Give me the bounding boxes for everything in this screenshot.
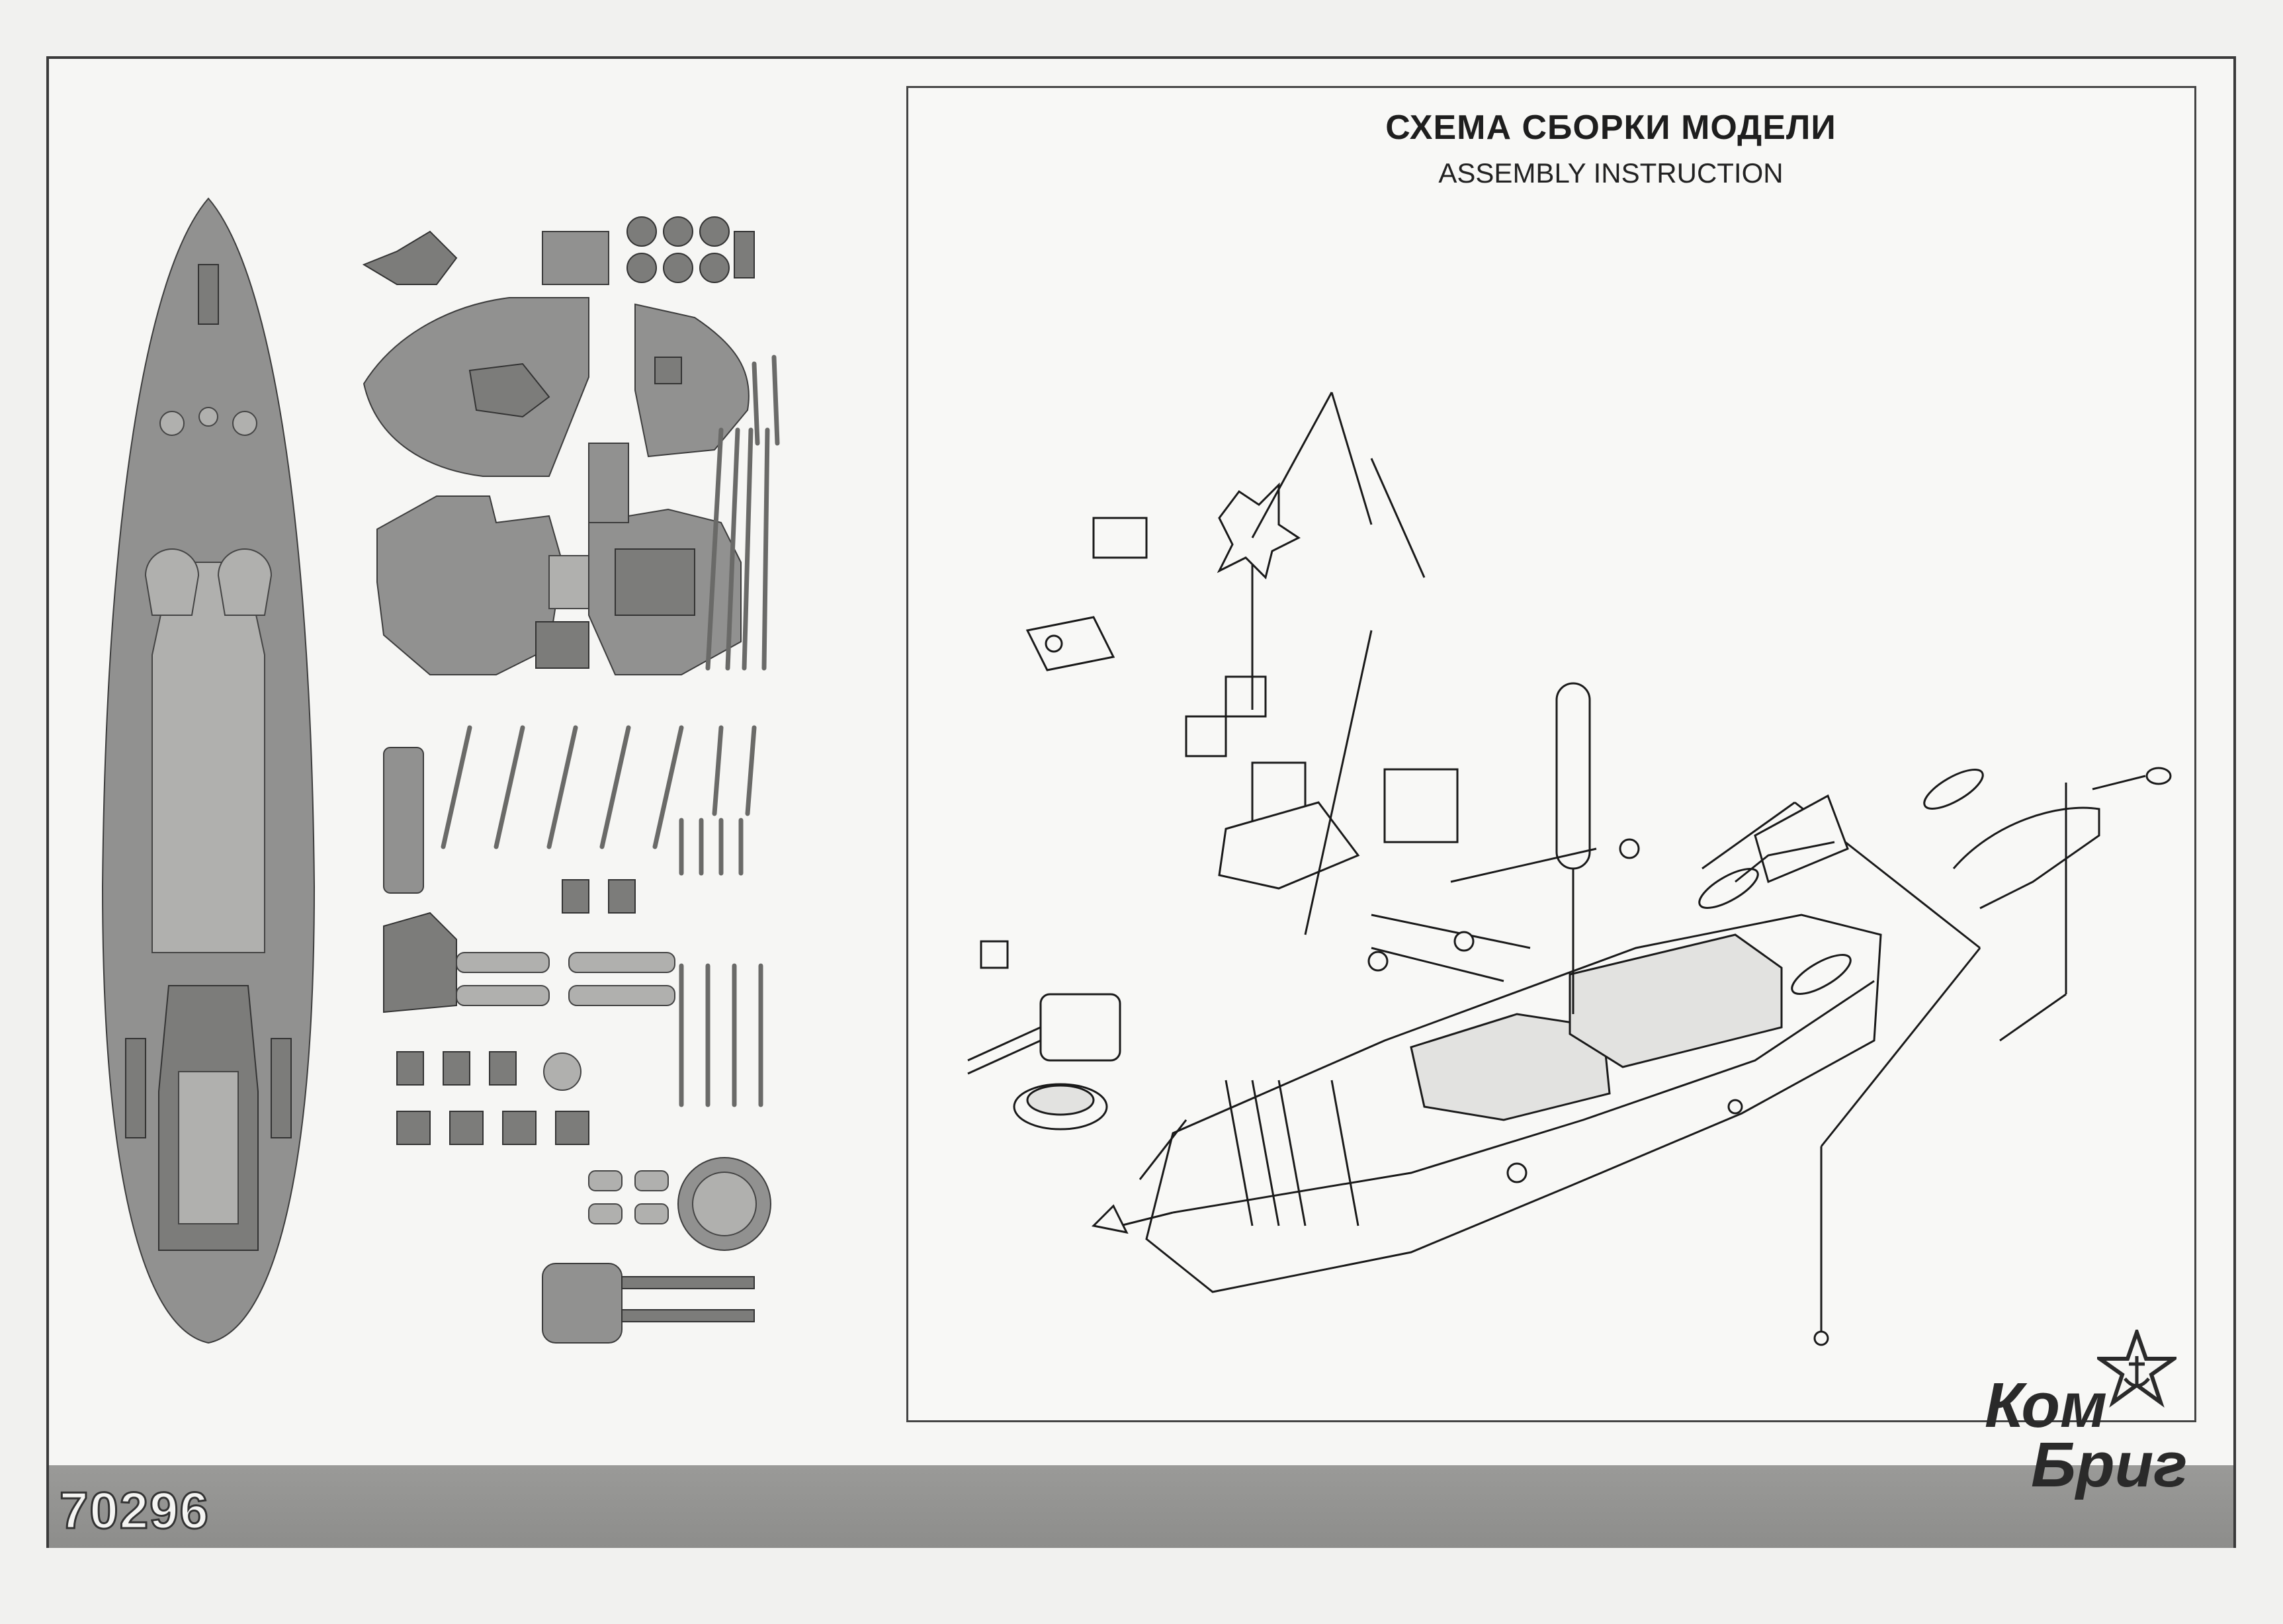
mast-rods (441, 355, 780, 849)
sheet-subtitle: ASSEMBLY INSTRUCTION (1438, 157, 1784, 189)
brand-line2: Бриг (2031, 1430, 2188, 1500)
parts-layout: .p { fill: #919190; stroke: #3c3c3c; str… (101, 197, 780, 1344)
boats-and-deck (1698, 767, 2172, 995)
funnel-assembly (1555, 682, 1591, 1014)
brand-line1: Ком (1985, 1370, 2108, 1441)
assembly-panel: СХЕМА СБОРКИ МОДЕЛИ ASSEMBLY INSTRUCTION… (906, 86, 2196, 1422)
turret-assembly (967, 940, 1121, 1131)
sprue-parts (383, 818, 763, 1107)
bridge-assembly (1025, 517, 1459, 890)
bridge-deck-parts (363, 297, 750, 675)
small-fittings (1045, 634, 1829, 1346)
fittings-grid (396, 1051, 771, 1251)
rigging-lines (1119, 392, 2067, 1332)
hull-part (101, 197, 316, 1344)
sheet-title: СХЕМА СБОРКИ МОДЕЛИ (1385, 108, 1836, 147)
star-with-anchor-icon (2097, 1330, 2176, 1408)
brand-logo: Ком Бриг (1971, 1330, 2187, 1521)
exploded-assembly-drawing: .ln { stroke: #1a1a1a; stroke-width: 3; … (967, 392, 2172, 1346)
small-round-parts (362, 216, 755, 285)
funnel-part (383, 747, 424, 894)
main-turret-part (542, 1263, 755, 1344)
hull-assembly (1145, 914, 1882, 1293)
footer-band (49, 1465, 2233, 1548)
kit-number: 70296 (59, 1480, 210, 1541)
